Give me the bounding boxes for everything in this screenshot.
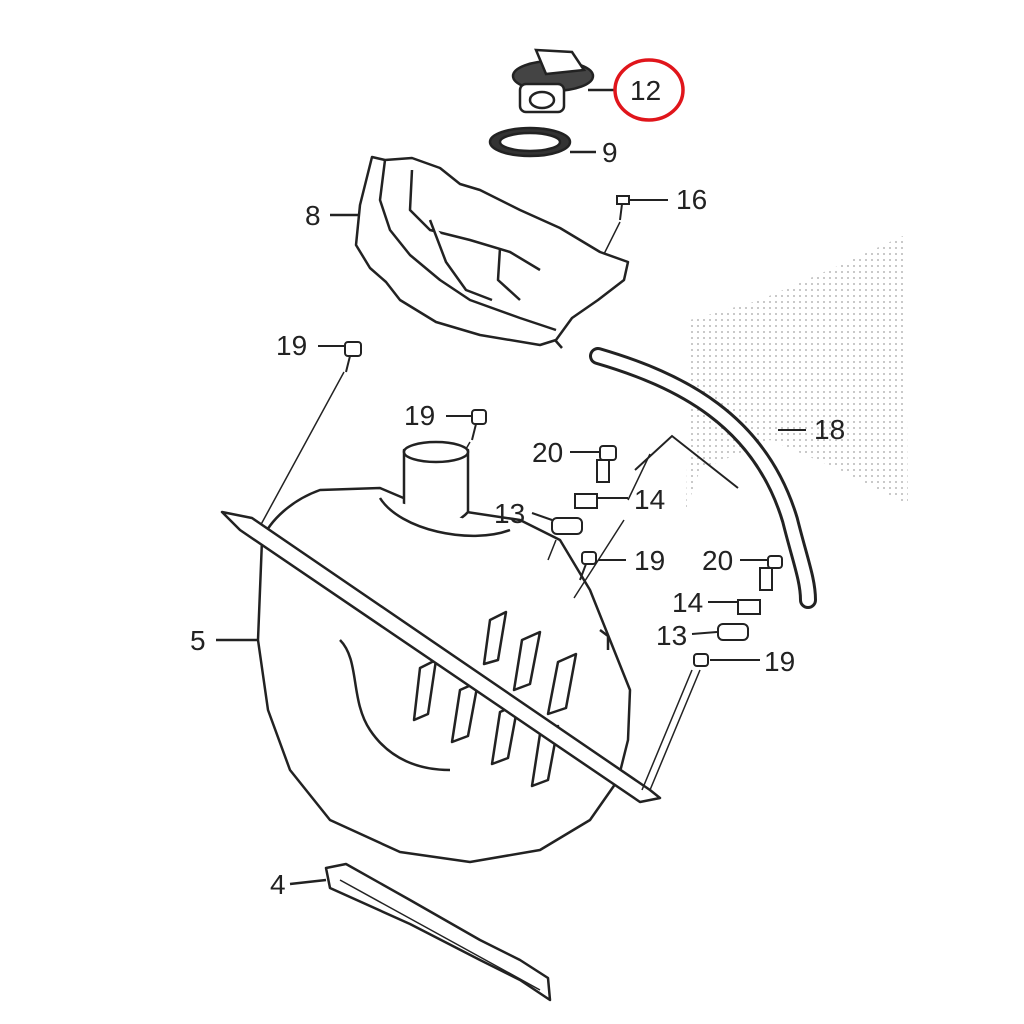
tank-flange (220, 510, 662, 804)
frame-shading (686, 235, 908, 510)
callout-13-lower: 13 (656, 620, 688, 651)
callout-14-lower: 14 (672, 587, 704, 618)
callout-19-center: 19 (404, 400, 436, 431)
highlight-circle (613, 58, 685, 122)
callout-5: 5 (190, 625, 206, 656)
callout-20-lower: 20 (702, 545, 734, 576)
callout-9: 9 (602, 137, 618, 168)
callout-19-right-lower: 19 (764, 646, 796, 677)
bolt-19-upper-part (257, 341, 362, 531)
screw-16-part (599, 195, 668, 263)
callout-12: 12 (630, 75, 662, 106)
fuel-cap-part (511, 48, 614, 114)
callout-18: 18 (814, 414, 846, 445)
breather-hose-part (589, 347, 817, 609)
callout-8: 8 (305, 200, 321, 231)
filler-neck-housing-part (330, 155, 630, 349)
callout-16: 16 (676, 184, 708, 215)
fuel-tank-part (216, 440, 632, 864)
callout-14-upper: 14 (634, 484, 666, 515)
mount-hardware-lower (641, 555, 783, 791)
callout-19-upper-left: 19 (276, 330, 308, 361)
callout-20-upper: 20 (532, 437, 564, 468)
callout-19-right-upper: 19 (634, 545, 666, 576)
lower-strap-part (289, 862, 552, 1002)
cap-seal-ring-part (488, 126, 596, 158)
callout-4: 4 (270, 869, 286, 900)
mount-hardware-upper (531, 445, 651, 599)
callout-13-upper: 13 (494, 498, 526, 529)
